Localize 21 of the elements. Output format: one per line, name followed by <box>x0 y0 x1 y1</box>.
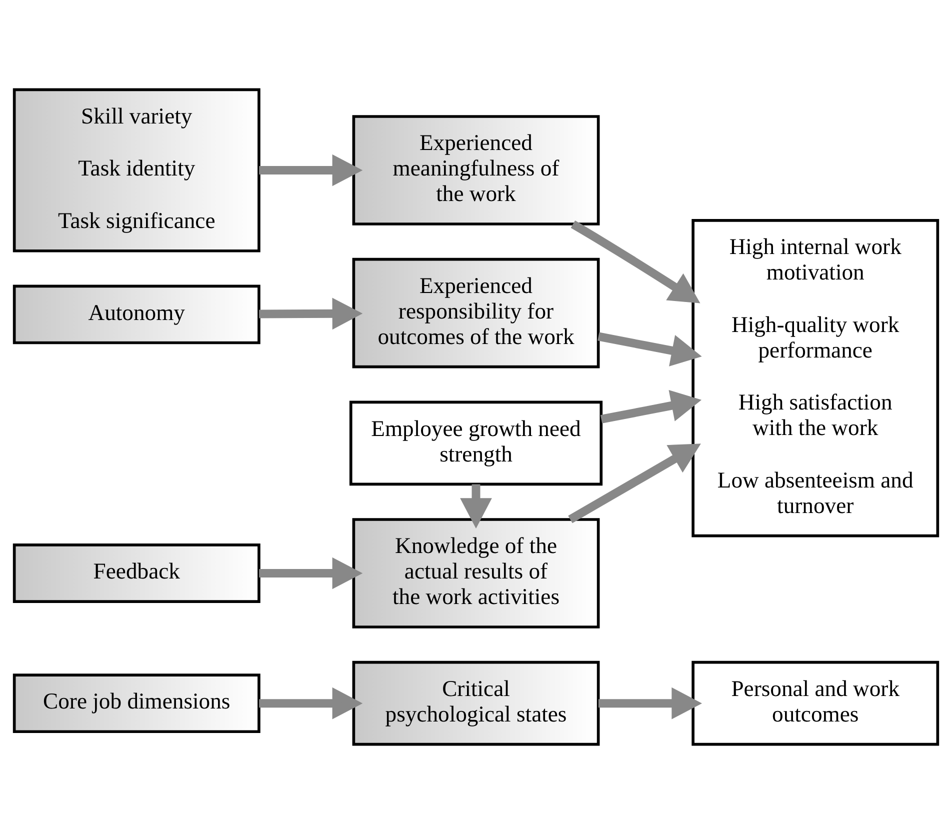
arrow <box>570 220 700 304</box>
node-box: Experienced meaningfulness of the work <box>352 115 600 226</box>
node-box: Experienced responsibility for outcomes of the work <box>352 258 600 368</box>
node-box: Employee growth need strength <box>349 400 603 486</box>
arrow <box>568 444 701 524</box>
node-box: Core job dimensions <box>12 674 260 734</box>
arrow <box>259 298 363 330</box>
arrow <box>600 390 702 424</box>
node-box: High internal work motivation High-quality work performance High satisfaction with the work Low absenteeism and turnover <box>692 219 940 538</box>
node-box: Critical psychological states <box>352 660 600 746</box>
arrow <box>598 332 702 366</box>
arrow <box>598 687 702 720</box>
node-box: Personal and work outcomes <box>692 660 940 746</box>
node-box: Autonomy <box>12 284 260 344</box>
node-box: Skill variety Task identity Task significance <box>12 88 260 252</box>
arrow <box>259 557 363 590</box>
arrow <box>460 484 492 529</box>
arrow <box>259 154 363 186</box>
arrow <box>259 687 363 720</box>
node-box: Knowledge of the actual results of the work activities <box>352 518 600 628</box>
node-box: Feedback <box>12 544 260 603</box>
